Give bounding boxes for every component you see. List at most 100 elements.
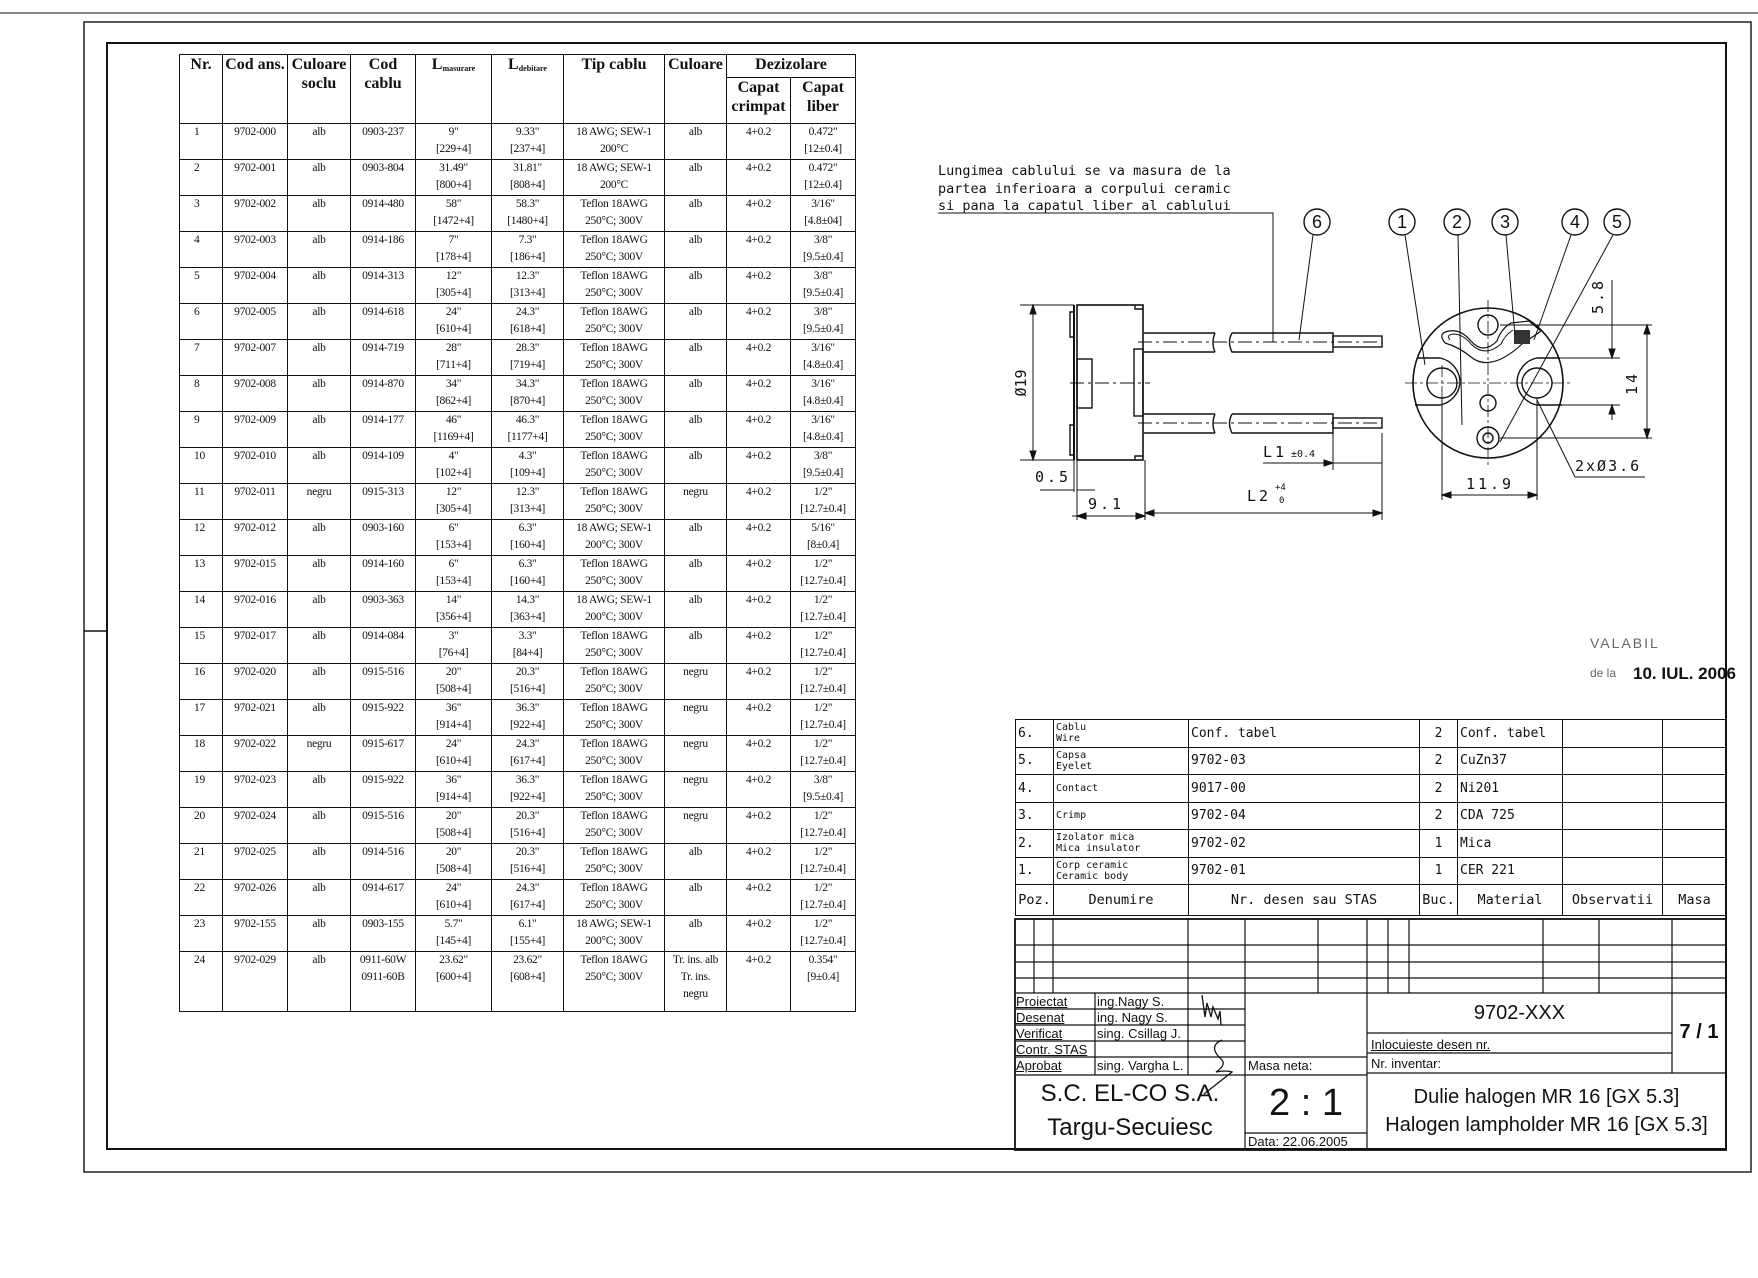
cell-culoare: negru [664, 771, 727, 808]
cell-culoare: negru [664, 699, 727, 736]
stamp-date: 10. IUL. 2006 [1633, 664, 1736, 683]
cell-l-debitare: 12.3" [313+4] [491, 267, 564, 304]
cell-culoare: alb [664, 915, 727, 952]
balloon-5: 5 [1612, 212, 1622, 232]
cell-culoare: alb [664, 159, 727, 196]
cell-cod-cablu: 0914-313 [350, 267, 416, 304]
cell-capat-crimpat: 4+0.2 [726, 807, 791, 844]
cell-l-masurare: 20" [508+4] [415, 807, 492, 844]
cell-l-masurare: 5.7" [145+4] [415, 915, 492, 952]
header-buc: Buc. [1419, 884, 1458, 916]
cell-cod-cablu: 0915-617 [350, 735, 416, 772]
header-masa: Masa [1662, 884, 1727, 916]
cell-l-masurare: 34" [862+4] [415, 375, 492, 412]
cell-l-masurare: 36" [914+4] [415, 699, 492, 736]
front-view-dimensions [1440, 280, 1652, 500]
cell-l-debitare: 46.3" [1177+4] [491, 411, 564, 448]
note-leader [938, 212, 1274, 342]
part-buc: 1 [1419, 829, 1458, 858]
cell-cod-cablu: 0914-719 [350, 339, 416, 376]
cell-nr: 10 [179, 447, 223, 484]
cell-l-masurare: 31.49" [800+4] [415, 159, 492, 196]
signature-role: Aprobat [1016, 1058, 1062, 1073]
cell-capat-liber: 1/2" [12.7±0.4] [789, 591, 857, 628]
cell-l-masurare: 4" [102+4] [415, 447, 492, 484]
masa-neta-label: Masa neta: [1248, 1058, 1313, 1073]
header-culoare-soclu: Culoare soclu [287, 54, 351, 124]
cell-culoare-soclu: alb [287, 879, 351, 916]
cell-culoare-soclu: alb [287, 771, 351, 808]
part-poz: 5. [1015, 746, 1054, 775]
cell-l-debitare: 24.3" [617+4] [491, 879, 564, 916]
cell-culoare-soclu: alb [287, 303, 351, 340]
part-material: Ni201 [1457, 774, 1563, 803]
cell-l-masurare: 23.62" [600+4] [415, 951, 492, 1012]
cell-capat-liber: 1/2" [12.7±0.4] [789, 699, 857, 736]
validity-stamp: VALABIL de la 10. IUL. 2006 [1590, 635, 1736, 683]
part-poz: 1. [1015, 856, 1054, 885]
part-poz: 4. [1015, 774, 1054, 803]
part-nr: 9702-04 [1188, 801, 1420, 830]
cell-cod-ans: 9702-005 [222, 303, 288, 340]
cell-culoare: alb [664, 843, 727, 880]
cell-cod-cablu: 0914-186 [350, 231, 416, 268]
cell-nr: 15 [179, 627, 223, 664]
cell-l-masurare: 28" [711+4] [415, 339, 492, 376]
cell-culoare-soclu: alb [287, 591, 351, 628]
cell-nr: 22 [179, 879, 223, 916]
cell-capat-liber: 3/8" [9.5±0.4] [789, 231, 857, 268]
cell-nr: 1 [179, 123, 223, 160]
cell-l-debitare: 23.62" [608+4] [491, 951, 564, 1012]
part-den: Contact [1053, 774, 1189, 803]
header-tip-cablu: Tip cablu [563, 54, 665, 124]
cell-culoare: alb [664, 879, 727, 916]
part-buc: 2 [1419, 746, 1458, 775]
balloon-4: 4 [1570, 212, 1580, 232]
part-den: Capsa Eyelet [1053, 746, 1189, 775]
header-denumire: Denumire [1053, 884, 1189, 916]
cell-capat-liber: 3/8" [9.5±0.4] [789, 267, 857, 304]
part-masa [1662, 719, 1727, 748]
cell-culoare: alb [664, 375, 727, 412]
cell-capat-liber: 1/2" [12.7±0.4] [789, 879, 857, 916]
cell-capat-crimpat: 4+0.2 [726, 159, 791, 196]
cell-culoare-soclu: alb [287, 555, 351, 592]
cell-l-debitare: 12.3" [313+4] [491, 483, 564, 520]
handwritten-signatures [1201, 994, 1234, 1095]
cell-cod-ans: 9702-001 [222, 159, 288, 196]
flange-dimension: 0.5 [1035, 468, 1071, 486]
cell-nr: 13 [179, 555, 223, 592]
part-observatii [1562, 801, 1663, 830]
cell-cod-ans: 9702-025 [222, 843, 288, 880]
cell-cod-ans: 9702-026 [222, 879, 288, 916]
cell-tip-cablu: 18 AWG; SEW-1 200°C; 300V [563, 591, 665, 628]
part-den: Crimp [1053, 801, 1189, 830]
cell-capat-liber: 1/2" [12.7±0.4] [789, 843, 857, 880]
cell-cod-cablu: 0915-516 [350, 807, 416, 844]
part-den: Izolator mica Mica insulator [1053, 829, 1189, 858]
part-masa [1662, 774, 1727, 803]
header-cod-cablu: Cod cablu [350, 54, 416, 124]
signature-role: Desenat [1016, 1010, 1065, 1025]
note-line-2: partea inferioara a corpului ceramic [938, 181, 1231, 197]
cell-tip-cablu: Teflon 18AWG 250°C; 300V [563, 555, 665, 592]
cell-nr: 9 [179, 411, 223, 448]
note-line-3: si pana la capatul liber al cablului [938, 198, 1231, 214]
cell-l-debitare: 31.81" [808+4] [491, 159, 564, 196]
l-masurare-main: L [431, 56, 443, 73]
cell-l-debitare: 36.3" [922+4] [491, 771, 564, 808]
cell-l-masurare: 9" [229+4] [415, 123, 492, 160]
pin-spacing-dimension: 11.9 [1466, 475, 1514, 493]
cell-nr: 11 [179, 483, 223, 520]
company-city: Targu-Secuiesc [1047, 1114, 1213, 1141]
l-debitare-main: L [508, 56, 519, 73]
cell-nr: 16 [179, 663, 223, 700]
front-dimension-labels: 5.8 14 11.9 2xØ3.6 [1466, 278, 1641, 493]
cell-nr: 12 [179, 519, 223, 556]
